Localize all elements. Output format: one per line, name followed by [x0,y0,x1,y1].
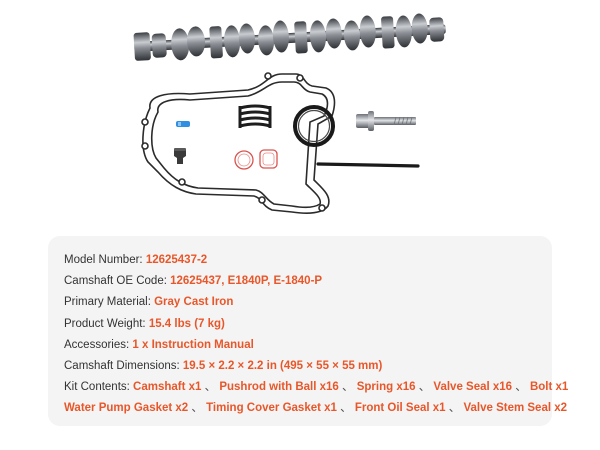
accessories-value: 1 x Instruction Manual [132,338,254,351]
kit-contents-label: Kit Contents: [64,381,134,394]
kit-item: Camshaft x1 [133,381,202,394]
front-oil-seal-icon [293,105,335,147]
accessories-row: Accessories: 1 x Instruction Manual [64,335,552,356]
model-number-row: Model Number: 12625437-2 [64,250,552,271]
kit-separator: 、 [415,381,434,394]
kit-item: Timing Cover Gasket x1 [206,402,337,415]
oe-code-label: Camshaft OE Code: [64,275,171,288]
model-number-value: 12625437-2 [145,254,208,266]
kit-item: Valve Seal x16 [433,381,513,394]
kit-contents-line-2: Water Pump Gasket x2 、 Timing Cover Gask… [64,402,567,414]
valve-stem-seal-icon [176,121,190,127]
bolt-icon [356,111,416,131]
accessories-label: Accessories: [64,338,133,351]
material-row: Primary Material: Gray Cast Iron [64,292,552,313]
oe-code-value: 12625437, E1840P, E-1840-P [170,275,323,288]
pushrod-icon [316,162,420,168]
kit-item: Spring x16 [356,381,416,394]
camshaft-icon [133,13,446,61]
specification-card: Model Number: 12625437-2 Camshaft OE Cod… [48,236,568,426]
kit-item: Valve Stem Seal x2 [463,402,568,415]
kit-separator: 、 [338,381,357,394]
kit-separator: 、 [201,381,220,394]
water-pump-gasket-icon [234,149,278,170]
kit-item: Water Pump Gasket x2 [64,402,189,415]
kit-separator: 、 [188,402,207,415]
material-value: Gray Cast Iron [154,296,234,309]
oe-code-row: Camshaft OE Code: 12625437, E1840P, E-18… [64,271,552,292]
weight-value: 15.4 lbs (7 kg) [148,317,225,330]
kit-contents-row: Kit Contents: Camshaft x1 、 Pushrod with… [64,377,568,398]
model-number-label: Model Number: [64,254,146,266]
valve-spring-icon [238,104,272,128]
kit-separator: 、 [445,402,464,415]
kit-separator: 、 [512,381,530,394]
dimensions-row: Camshaft Dimensions: 19.5 × 2.2 × 2.2 in… [64,356,552,377]
weight-row: Product Weight: 15.4 lbs (7 kg) [64,314,552,335]
dimensions-value: 19.5 × 2.2 × 2.2 in (495 × 55 × 55 mm) [182,360,383,373]
kit-separator: 、 [336,402,355,415]
timing-cover-gasket-icon [141,72,336,214]
kit-contents-line-1: Camshaft x1 、 Pushrod with Ball x16 、 Sp… [133,381,568,393]
kit-item: Front Oil Seal x1 [354,402,446,415]
weight-label: Product Weight: [64,317,149,330]
kit-item: Bolt x1 [529,381,569,394]
valve-seal-icon [174,148,186,164]
dimensions-label: Camshaft Dimensions: [64,360,183,373]
kit-item: Pushrod with Ball x16 [219,381,339,394]
kit-contents-row-2: Water Pump Gasket x2 、 Timing Cover Gask… [64,398,567,419]
material-label: Primary Material: [64,296,155,309]
product-kit-photo [133,13,446,214]
